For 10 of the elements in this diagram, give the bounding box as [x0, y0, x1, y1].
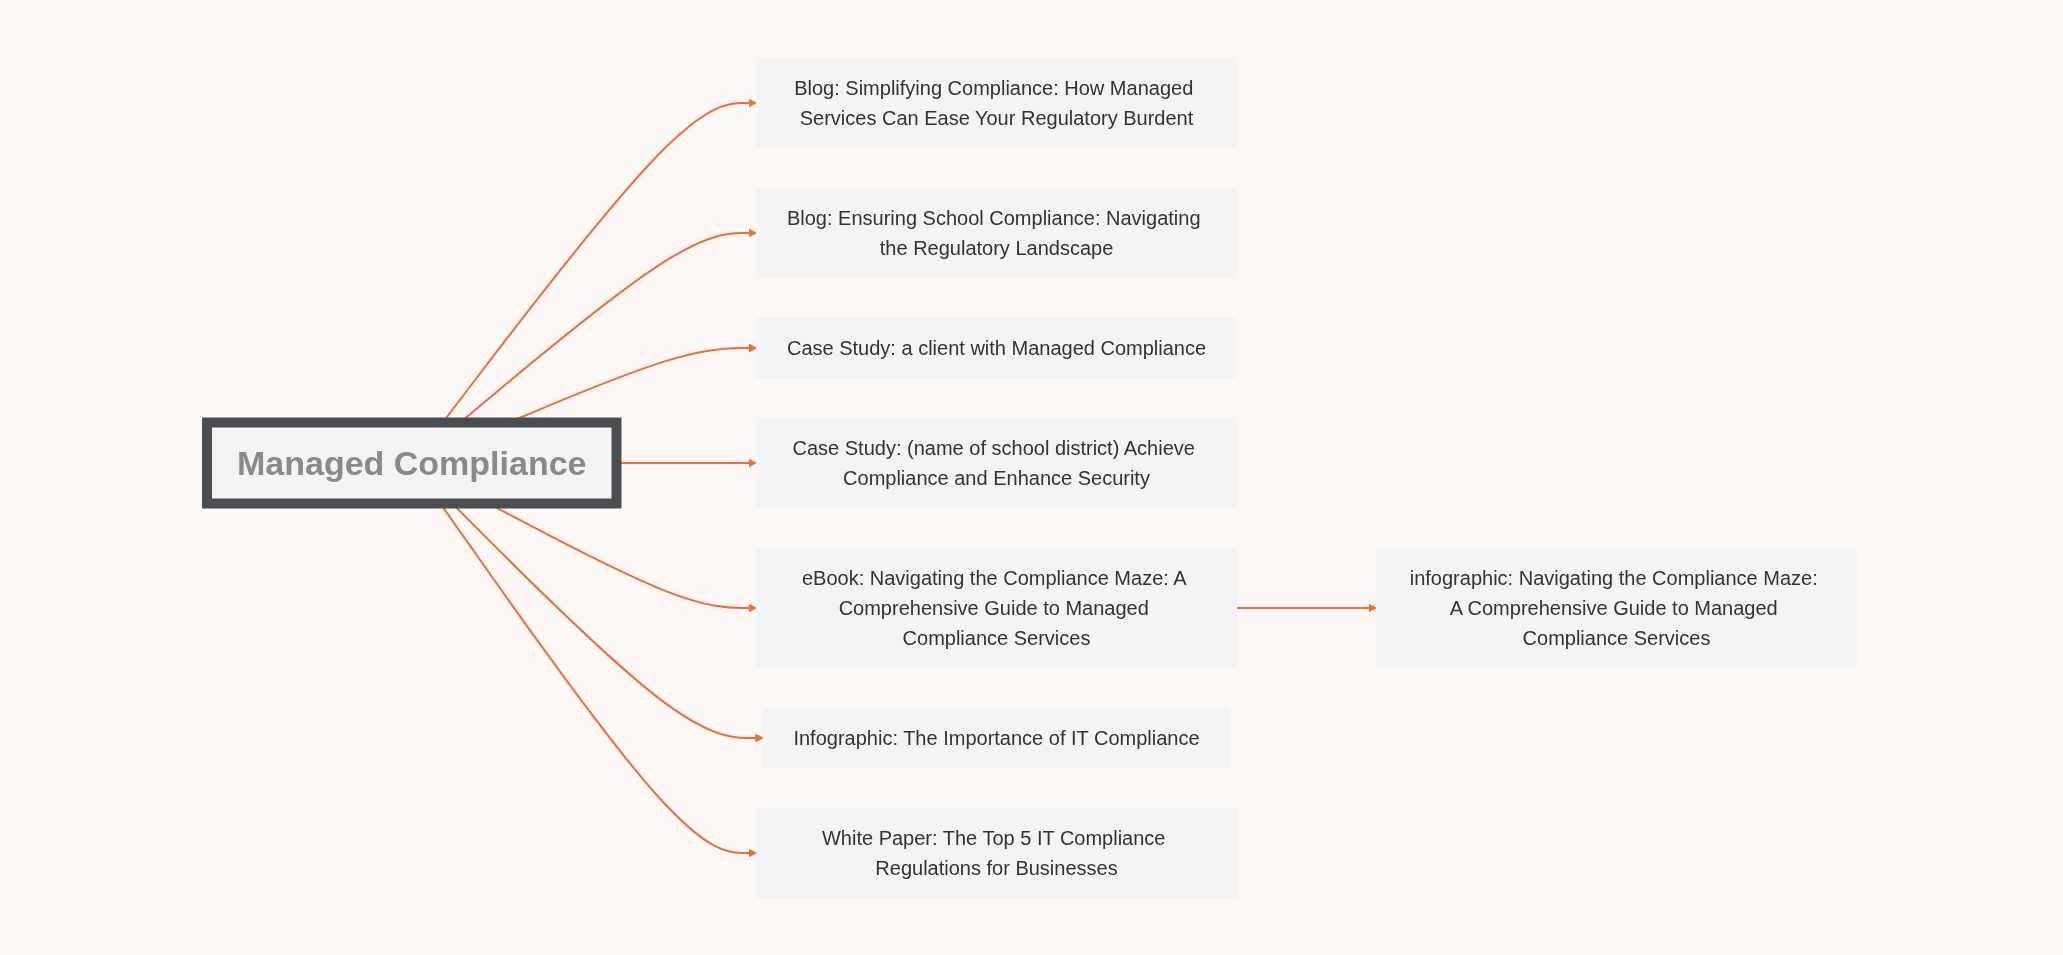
node-box: Case Study: (name of school district) Achieve Compliance and Enhance Security	[755, 417, 1237, 508]
node-box: White Paper: The Top 5 IT Compliance Regulations for Businesses	[755, 807, 1237, 898]
node-box: Managed Compliance	[201, 417, 622, 508]
node-box: Blog: Simplifying Compliance: How Managed Services Can Ease Your Regulatory Burdent	[755, 57, 1237, 148]
arrow	[1235, 603, 1377, 612]
node-box: Blog: Ensuring School Compliance: Navigating the Regulatory Landscape	[755, 187, 1237, 278]
node-box: eBook: Navigating the Compliance Maze: A Comprehensive Guide to Managed Compliance Services	[755, 547, 1237, 668]
node-box: Case Study: a client with Managed Compliance	[756, 317, 1237, 378]
node-box: infographic: Navigating the Compliance Maze: A Comprehensive Guide to Managed Compliance Services	[1375, 547, 1857, 668]
node-box: Infographic: The Importance of IT Compliance	[762, 707, 1230, 768]
